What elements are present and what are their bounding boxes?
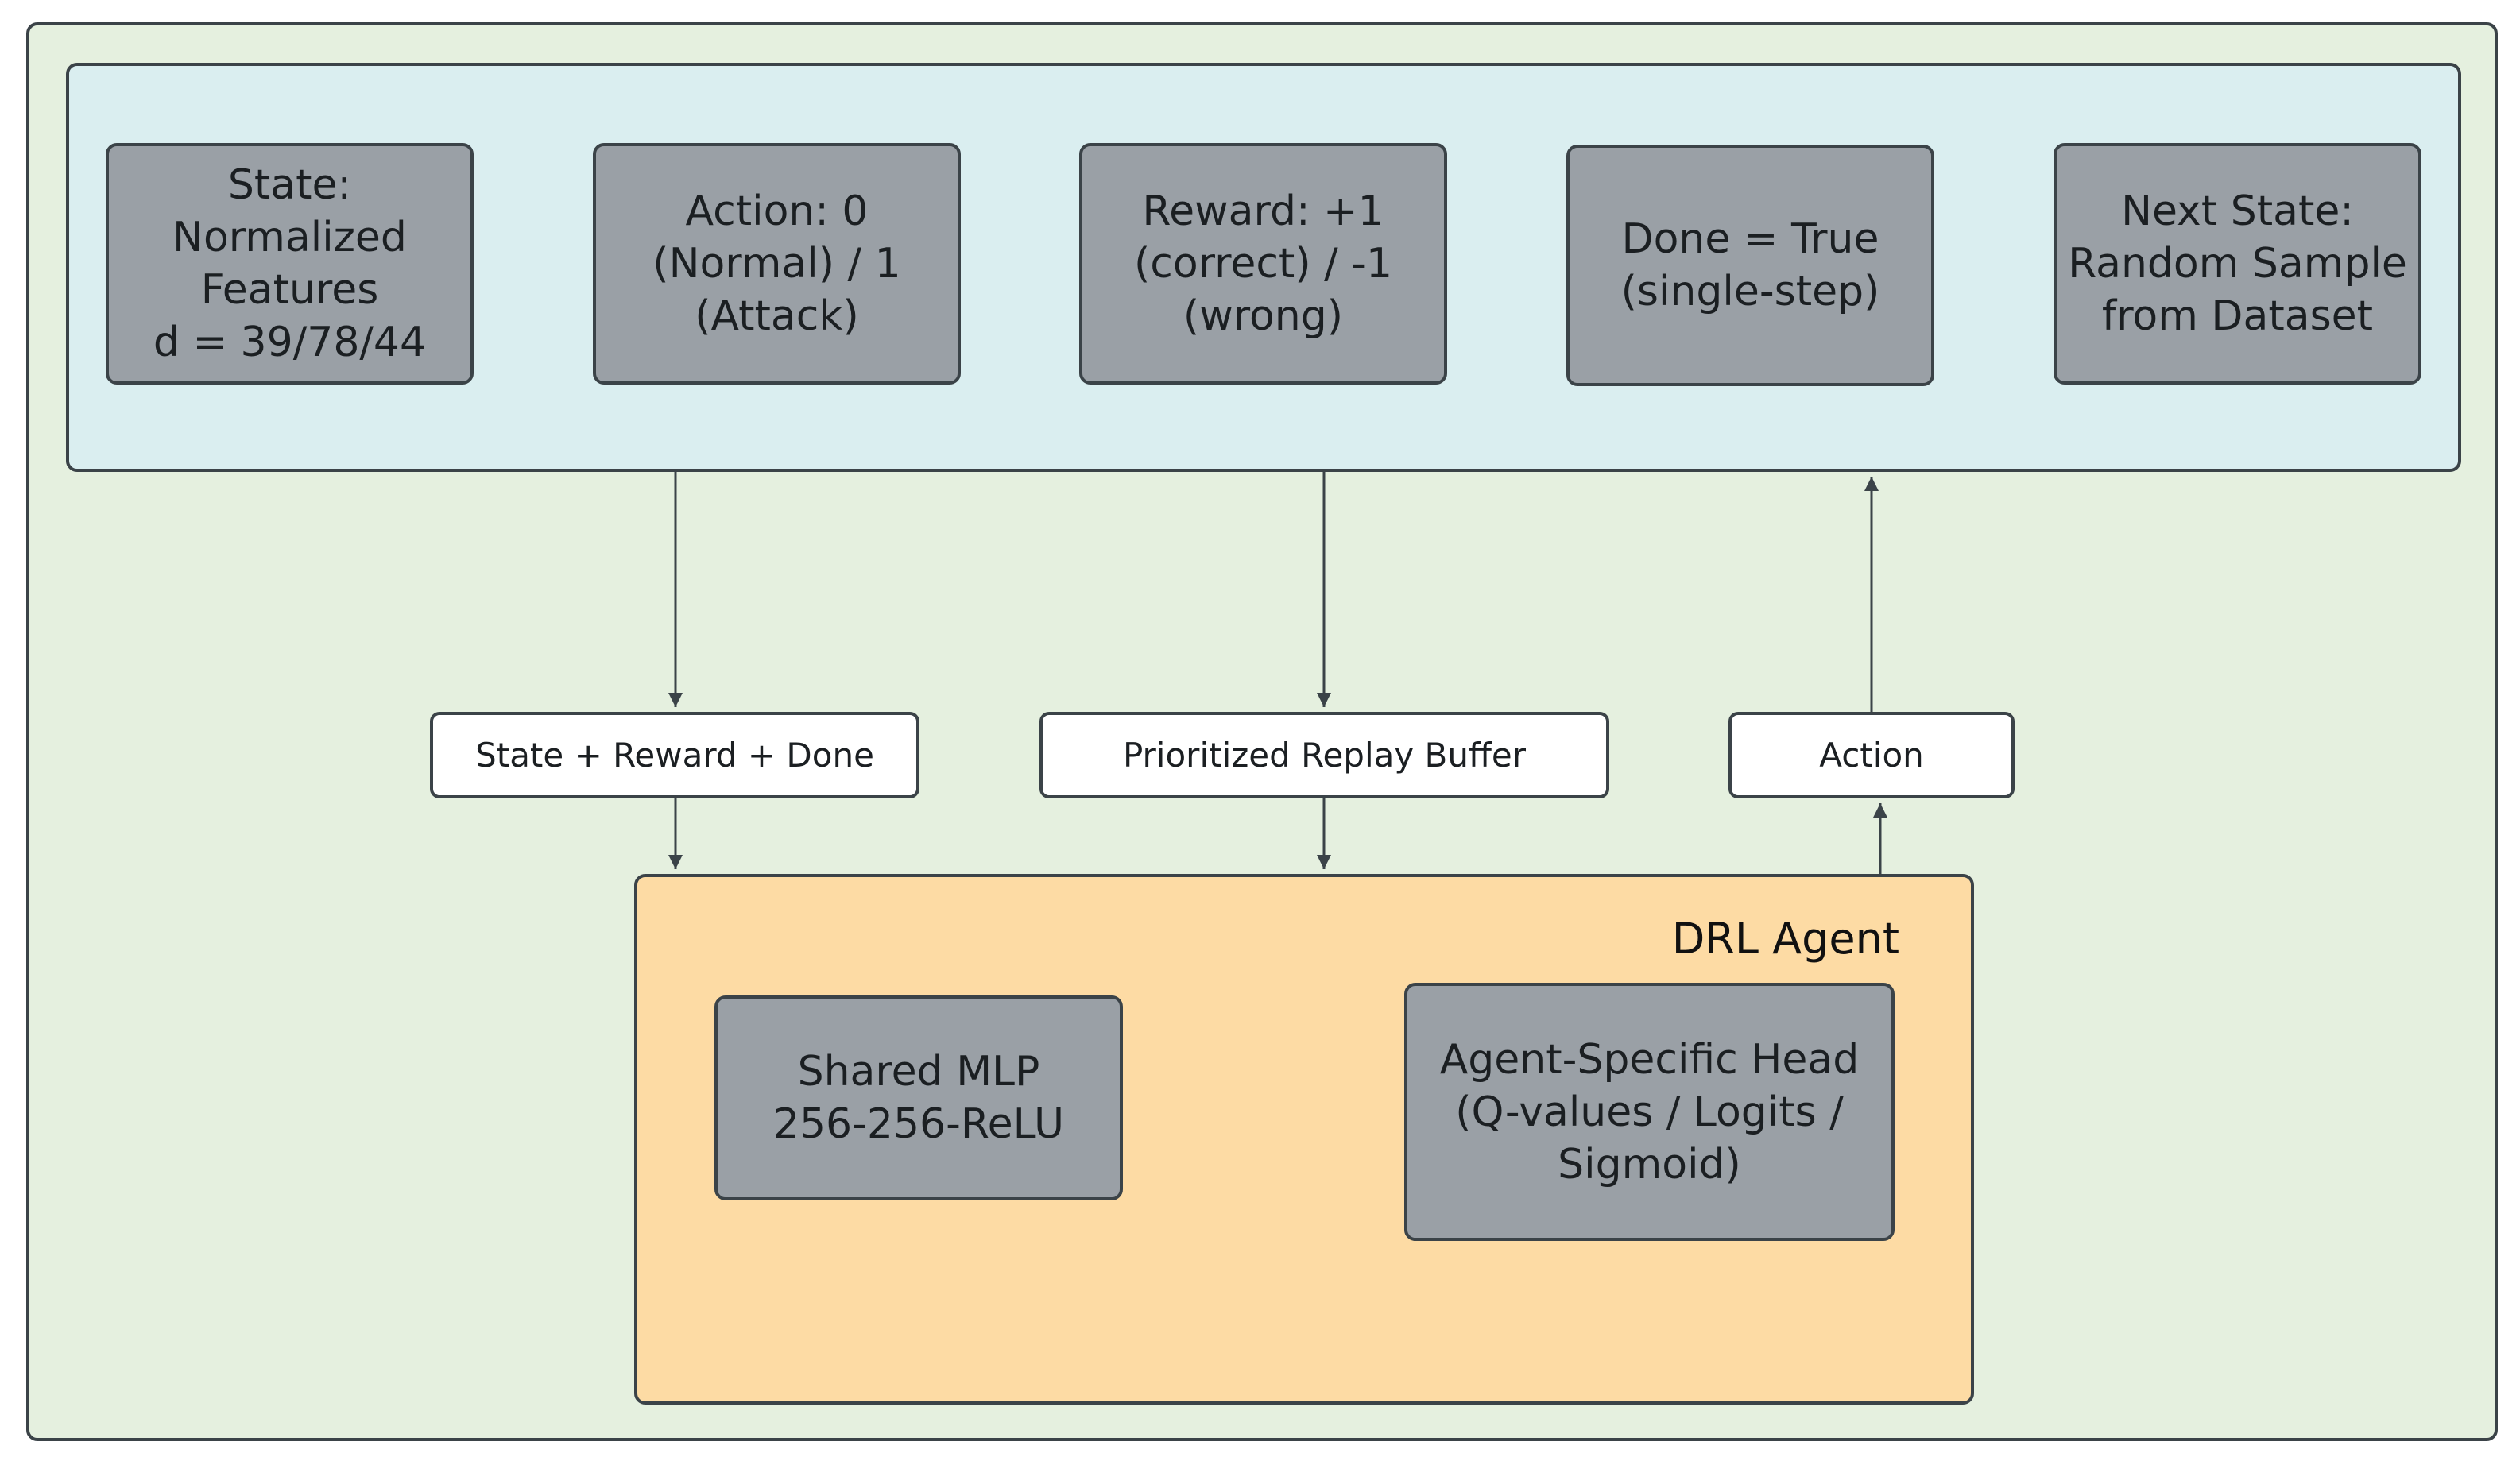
drl-agent-title: DRL Agent [1671, 914, 1899, 964]
next-state-node: Next State: Random Sample from Dataset [2054, 143, 2421, 385]
state-reward-done-label: State + Reward + Done [430, 712, 919, 798]
done-node: Done = True (single-step) [1566, 145, 1934, 386]
agent-specific-head-node: Agent-Specific Head (Q-values / Logits /… [1404, 983, 1895, 1241]
action-label: Action [1728, 712, 2015, 798]
state-node: State: Normalized Features d = 39/78/44 [106, 143, 474, 385]
reward-node: Reward: +1 (correct) / -1 (wrong) [1079, 143, 1447, 385]
replay-buffer-label: Prioritized Replay Buffer [1039, 712, 1609, 798]
action-node: Action: 0 (Normal) / 1 (Attack) [593, 143, 961, 385]
shared-mlp-node: Shared MLP 256-256-ReLU [714, 995, 1123, 1200]
